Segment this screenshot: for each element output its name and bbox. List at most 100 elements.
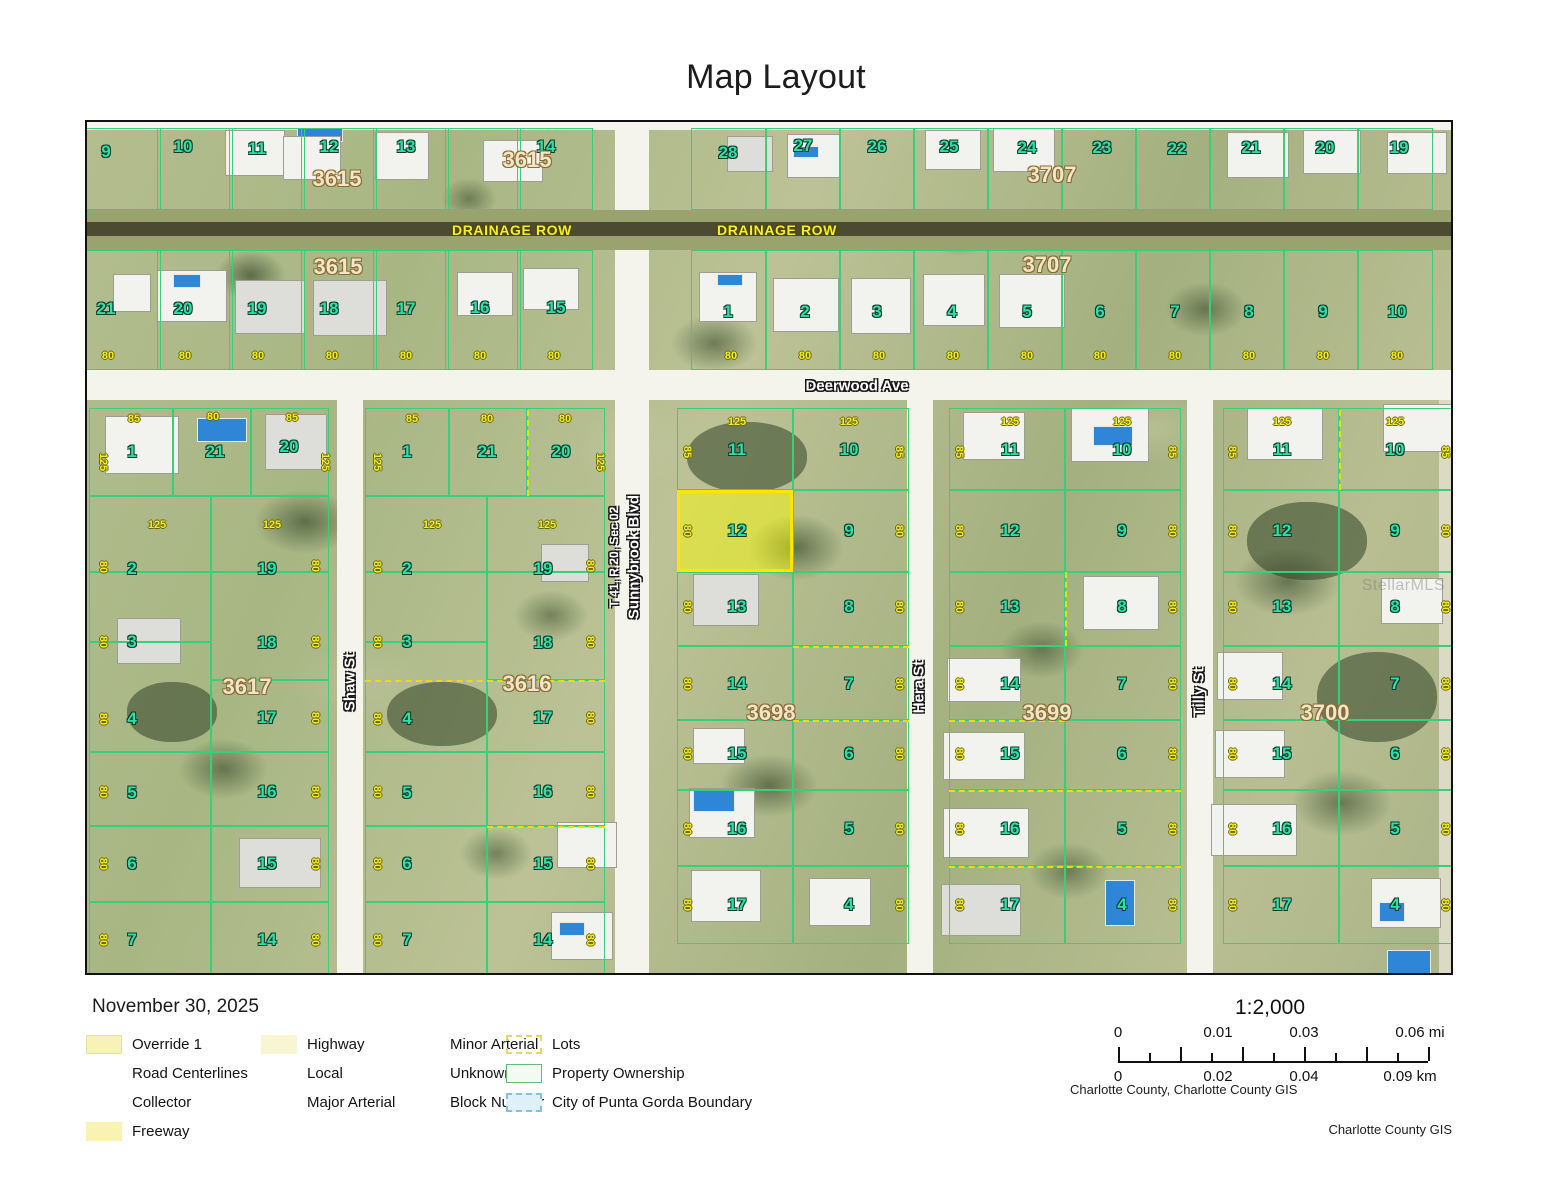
parcel-outline[interactable] [1065, 408, 1181, 490]
parcel-outline[interactable] [765, 128, 841, 210]
parcel-outline[interactable] [445, 128, 521, 210]
parcel-outline[interactable] [157, 250, 233, 370]
parcel-outline[interactable] [445, 250, 521, 370]
parcel-outline[interactable] [251, 408, 329, 496]
parcel-outline[interactable] [949, 866, 1065, 944]
parcel-outline[interactable] [677, 866, 793, 944]
parcel-outline[interactable] [839, 128, 915, 210]
parcel-outline[interactable] [691, 250, 767, 370]
parcel-outline[interactable] [1339, 790, 1451, 866]
parcel-outline[interactable] [1209, 128, 1285, 210]
parcel-outline[interactable] [211, 572, 329, 680]
parcel-outline[interactable] [677, 572, 793, 646]
parcel-outline[interactable] [913, 250, 989, 370]
parcel-outline[interactable] [1283, 128, 1359, 210]
parcel-outline[interactable] [365, 902, 487, 973]
parcel-outline[interactable] [211, 902, 329, 973]
parcel-outline[interactable] [1339, 646, 1451, 720]
parcel-outline[interactable] [365, 826, 487, 902]
parcel-outline[interactable] [793, 490, 909, 572]
parcel-outline[interactable] [173, 408, 251, 496]
parcel-outline[interactable] [987, 128, 1063, 210]
parcel-outline[interactable] [949, 720, 1065, 790]
parcel-outline[interactable] [1209, 250, 1285, 370]
parcel-outline[interactable] [527, 408, 605, 496]
parcel-outline[interactable] [1223, 790, 1339, 866]
parcel-outline[interactable] [1065, 720, 1181, 790]
parcel-outline[interactable] [487, 496, 605, 572]
parcel-outline[interactable] [1065, 866, 1181, 944]
parcel-outline[interactable] [1135, 250, 1211, 370]
parcel-outline[interactable] [89, 408, 173, 496]
parcel-outline[interactable] [373, 128, 449, 210]
parcel-outline[interactable] [301, 250, 377, 370]
parcel-outline[interactable] [229, 128, 305, 210]
parcel-outline[interactable] [793, 866, 909, 944]
parcel-outline[interactable] [949, 490, 1065, 572]
parcel-outline[interactable] [365, 572, 487, 642]
parcel-outline[interactable] [1223, 646, 1339, 720]
parcel-outline[interactable] [211, 496, 329, 572]
parcel-outline[interactable] [157, 128, 233, 210]
parcel-outline[interactable] [365, 496, 487, 572]
highlighted-parcel[interactable] [677, 490, 793, 572]
parcel-outline[interactable] [1339, 408, 1451, 490]
parcel-outline[interactable] [1065, 572, 1181, 646]
parcel-outline[interactable] [517, 250, 593, 370]
parcel-outline[interactable] [1061, 250, 1137, 370]
parcel-outline[interactable] [89, 642, 211, 752]
parcel-outline[interactable] [1223, 490, 1339, 572]
parcel-outline[interactable] [839, 250, 915, 370]
parcel-outline[interactable] [89, 826, 211, 902]
parcel-outline[interactable] [677, 790, 793, 866]
parcel-outline[interactable] [1065, 490, 1181, 572]
parcel-outline[interactable] [1223, 720, 1339, 790]
parcel-outline[interactable] [487, 902, 605, 973]
parcel-outline[interactable] [949, 646, 1065, 720]
parcel-outline[interactable] [1339, 572, 1451, 646]
parcel-outline[interactable] [211, 752, 329, 826]
parcel-outline[interactable] [1339, 490, 1451, 572]
parcel-outline[interactable] [1223, 866, 1339, 944]
parcel-outline[interactable] [949, 790, 1065, 866]
parcel-outline[interactable] [1223, 408, 1339, 490]
parcel-outline[interactable] [365, 642, 487, 752]
parcel-outline[interactable] [677, 408, 793, 490]
parcel-outline[interactable] [89, 752, 211, 826]
parcel-outline[interactable] [449, 408, 527, 496]
parcel-outline[interactable] [487, 572, 605, 680]
parcel-outline[interactable] [1135, 128, 1211, 210]
parcel-outline[interactable] [1357, 250, 1433, 370]
parcel-outline[interactable] [677, 720, 793, 790]
parcel-outline[interactable] [373, 250, 449, 370]
parcel-outline[interactable] [1283, 250, 1359, 370]
parcel-outline[interactable] [89, 902, 211, 973]
parcel-outline[interactable] [1061, 128, 1137, 210]
parcel-outline[interactable] [89, 572, 211, 642]
parcel-outline[interactable] [211, 680, 329, 752]
parcel-outline[interactable] [765, 250, 841, 370]
parcel-outline[interactable] [487, 752, 605, 826]
parcel-outline[interactable] [949, 408, 1065, 490]
parcel-outline[interactable] [1357, 128, 1433, 210]
parcel-outline[interactable] [1065, 790, 1181, 866]
parcel-outline[interactable] [793, 720, 909, 790]
parcel-outline[interactable] [987, 250, 1063, 370]
parcel-outline[interactable] [949, 572, 1065, 646]
parcel-outline[interactable] [87, 128, 161, 210]
parcel-outline[interactable] [1339, 720, 1451, 790]
parcel-outline[interactable] [365, 408, 449, 496]
parcel-outline[interactable] [691, 128, 767, 210]
parcel-outline[interactable] [487, 826, 605, 902]
parcel-outline[interactable] [365, 752, 487, 826]
parcel-outline[interactable] [1223, 572, 1339, 646]
parcel-outline[interactable] [487, 680, 605, 752]
parcel-outline[interactable] [517, 128, 593, 210]
parcel-outline[interactable] [211, 826, 329, 902]
parcel-outline[interactable] [229, 250, 305, 370]
parcel-outline[interactable] [301, 128, 377, 210]
parcel-outline[interactable] [1065, 646, 1181, 720]
parcel-outline[interactable] [793, 790, 909, 866]
parcel-outline[interactable] [793, 572, 909, 646]
